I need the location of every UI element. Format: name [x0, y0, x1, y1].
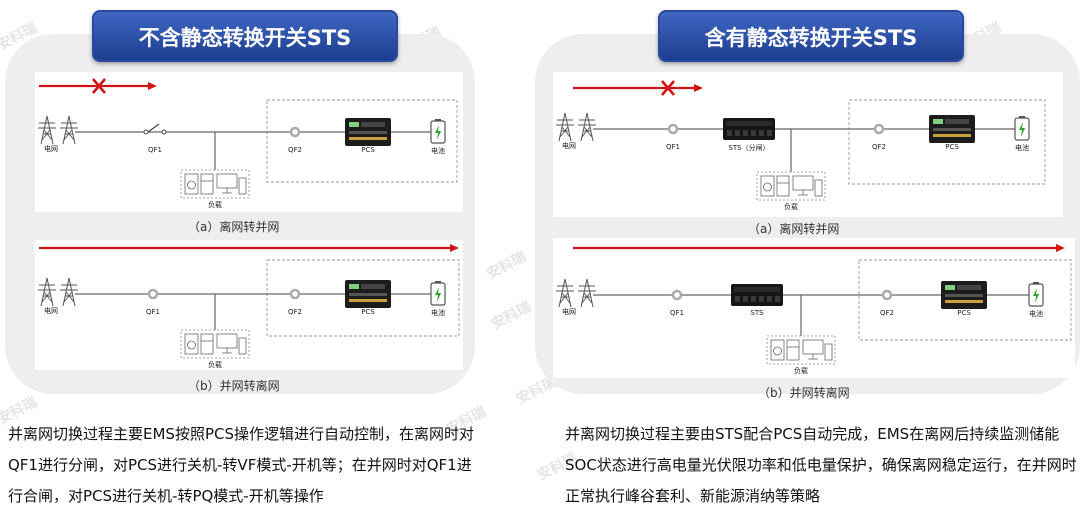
- sts-icon: [723, 118, 775, 140]
- diagram-svg: [556, 244, 1072, 365]
- diagram-svg: [38, 78, 458, 199]
- pcs-icon: [941, 281, 987, 309]
- flow-arrowhead: [450, 244, 459, 252]
- transmission-tower-icon: [578, 112, 596, 142]
- right-description: 并离网切换过程主要由STS配合PCS自动完成，EMS在离网后持续监测储能SOC状…: [565, 425, 1077, 505]
- qf2-breaker-icon: [289, 288, 301, 300]
- storage-system-box: [858, 259, 1072, 341]
- load-appliances-icon: [180, 169, 250, 199]
- pcs-icon: [929, 115, 975, 143]
- label-grid: 电网: [44, 145, 58, 153]
- blocked-x-icon: [661, 80, 675, 96]
- left-description: 并离网切换过程主要EMS按照PCS操作逻辑进行自动控制，在离网时对QF1进行分闸…: [8, 425, 474, 505]
- sts-icon: [731, 284, 783, 306]
- transmission-tower-icon: [578, 278, 596, 308]
- left-title: 不含静态转换开关STS: [92, 10, 398, 62]
- qf1-breaker-icon: [667, 123, 679, 135]
- label-load: 负载: [208, 201, 222, 209]
- transmission-tower-icon: [60, 277, 78, 307]
- storage-system-box: [266, 259, 460, 337]
- flow-arrowhead: [148, 82, 157, 90]
- label-grid: 电网: [44, 307, 58, 315]
- label-pcs: PCS: [361, 308, 375, 316]
- caption-right-a: （a）离网转并网: [748, 222, 840, 236]
- label-qf1: QF1: [148, 146, 162, 154]
- storage-system-box: [848, 99, 1046, 185]
- diagram-svg: [38, 244, 460, 359]
- label-sts: STS（分闸）: [728, 144, 770, 152]
- label-pcs: PCS: [945, 143, 959, 151]
- label-pcs: PCS: [361, 146, 375, 154]
- label-qf2: QF2: [872, 143, 886, 151]
- battery-icon: [1014, 116, 1030, 141]
- caption-left-b: （b）并网转离网: [188, 379, 280, 393]
- caption-right-b: （b）并网转离网: [758, 386, 850, 400]
- diagram-right-a: 电网 QF1 STS（分闸） QF2 PCS 电池负载: [553, 72, 1063, 217]
- qf1-breaker-icon: [147, 288, 159, 300]
- label-qf2: QF2: [288, 308, 302, 316]
- label-qf2: QF2: [288, 146, 302, 154]
- transmission-tower-icon: [556, 278, 574, 308]
- transmission-tower-icon: [60, 115, 78, 145]
- pcs-icon: [345, 118, 391, 146]
- qf2-breaker-icon: [873, 123, 885, 135]
- load-appliances-icon: [766, 335, 836, 365]
- label-load: 负载: [784, 203, 798, 211]
- right-title: 含有静态转换开关STS: [658, 10, 964, 62]
- qf1-breaker-icon: [671, 289, 683, 301]
- flow-arrowhead: [694, 84, 703, 92]
- watermark: 安科瑞: [489, 298, 534, 333]
- transmission-tower-icon: [38, 115, 56, 145]
- label-battery: 电池: [1029, 310, 1043, 318]
- label-qf1: QF1: [146, 308, 160, 316]
- label-load: 负载: [794, 367, 808, 375]
- label-battery: 电池: [431, 309, 445, 317]
- diagram-right-b: 电网 QF1 STS QF2 PCS 电池负载: [553, 238, 1075, 378]
- label-grid: 电网: [562, 308, 576, 316]
- label-qf2: QF2: [880, 309, 894, 317]
- qf2-breaker-icon: [881, 289, 893, 301]
- breaker-open-icon: [143, 123, 167, 135]
- load-appliances-icon: [180, 329, 250, 359]
- label-qf1: QF1: [670, 309, 684, 317]
- transmission-tower-icon: [38, 277, 56, 307]
- diagram-svg: [556, 80, 1046, 201]
- qf2-breaker-icon: [289, 126, 301, 138]
- watermark: 安科瑞: [484, 248, 529, 283]
- diagram-left-b: 电网 QF1 QF2 PCS 电池负载: [35, 240, 463, 370]
- battery-icon: [430, 119, 446, 144]
- label-sts: STS: [750, 309, 764, 317]
- label-battery: 电池: [431, 147, 445, 155]
- transmission-tower-icon: [556, 112, 574, 142]
- flow-arrowhead: [1056, 244, 1065, 252]
- label-pcs: PCS: [957, 309, 971, 317]
- label-qf1: QF1: [666, 143, 680, 151]
- battery-icon: [430, 281, 446, 306]
- label-load: 负载: [208, 361, 222, 369]
- label-grid: 电网: [562, 142, 576, 150]
- load-appliances-icon: [756, 171, 826, 201]
- storage-system-box: [266, 99, 458, 183]
- caption-left-a: （a）离网转并网: [188, 220, 280, 234]
- pcs-icon: [345, 280, 391, 308]
- blocked-x-icon: [92, 78, 106, 94]
- label-battery: 电池: [1015, 144, 1029, 152]
- diagram-left-a: 电网 QF1 QF2 PCS 电池负载: [35, 72, 463, 212]
- battery-icon: [1028, 282, 1044, 307]
